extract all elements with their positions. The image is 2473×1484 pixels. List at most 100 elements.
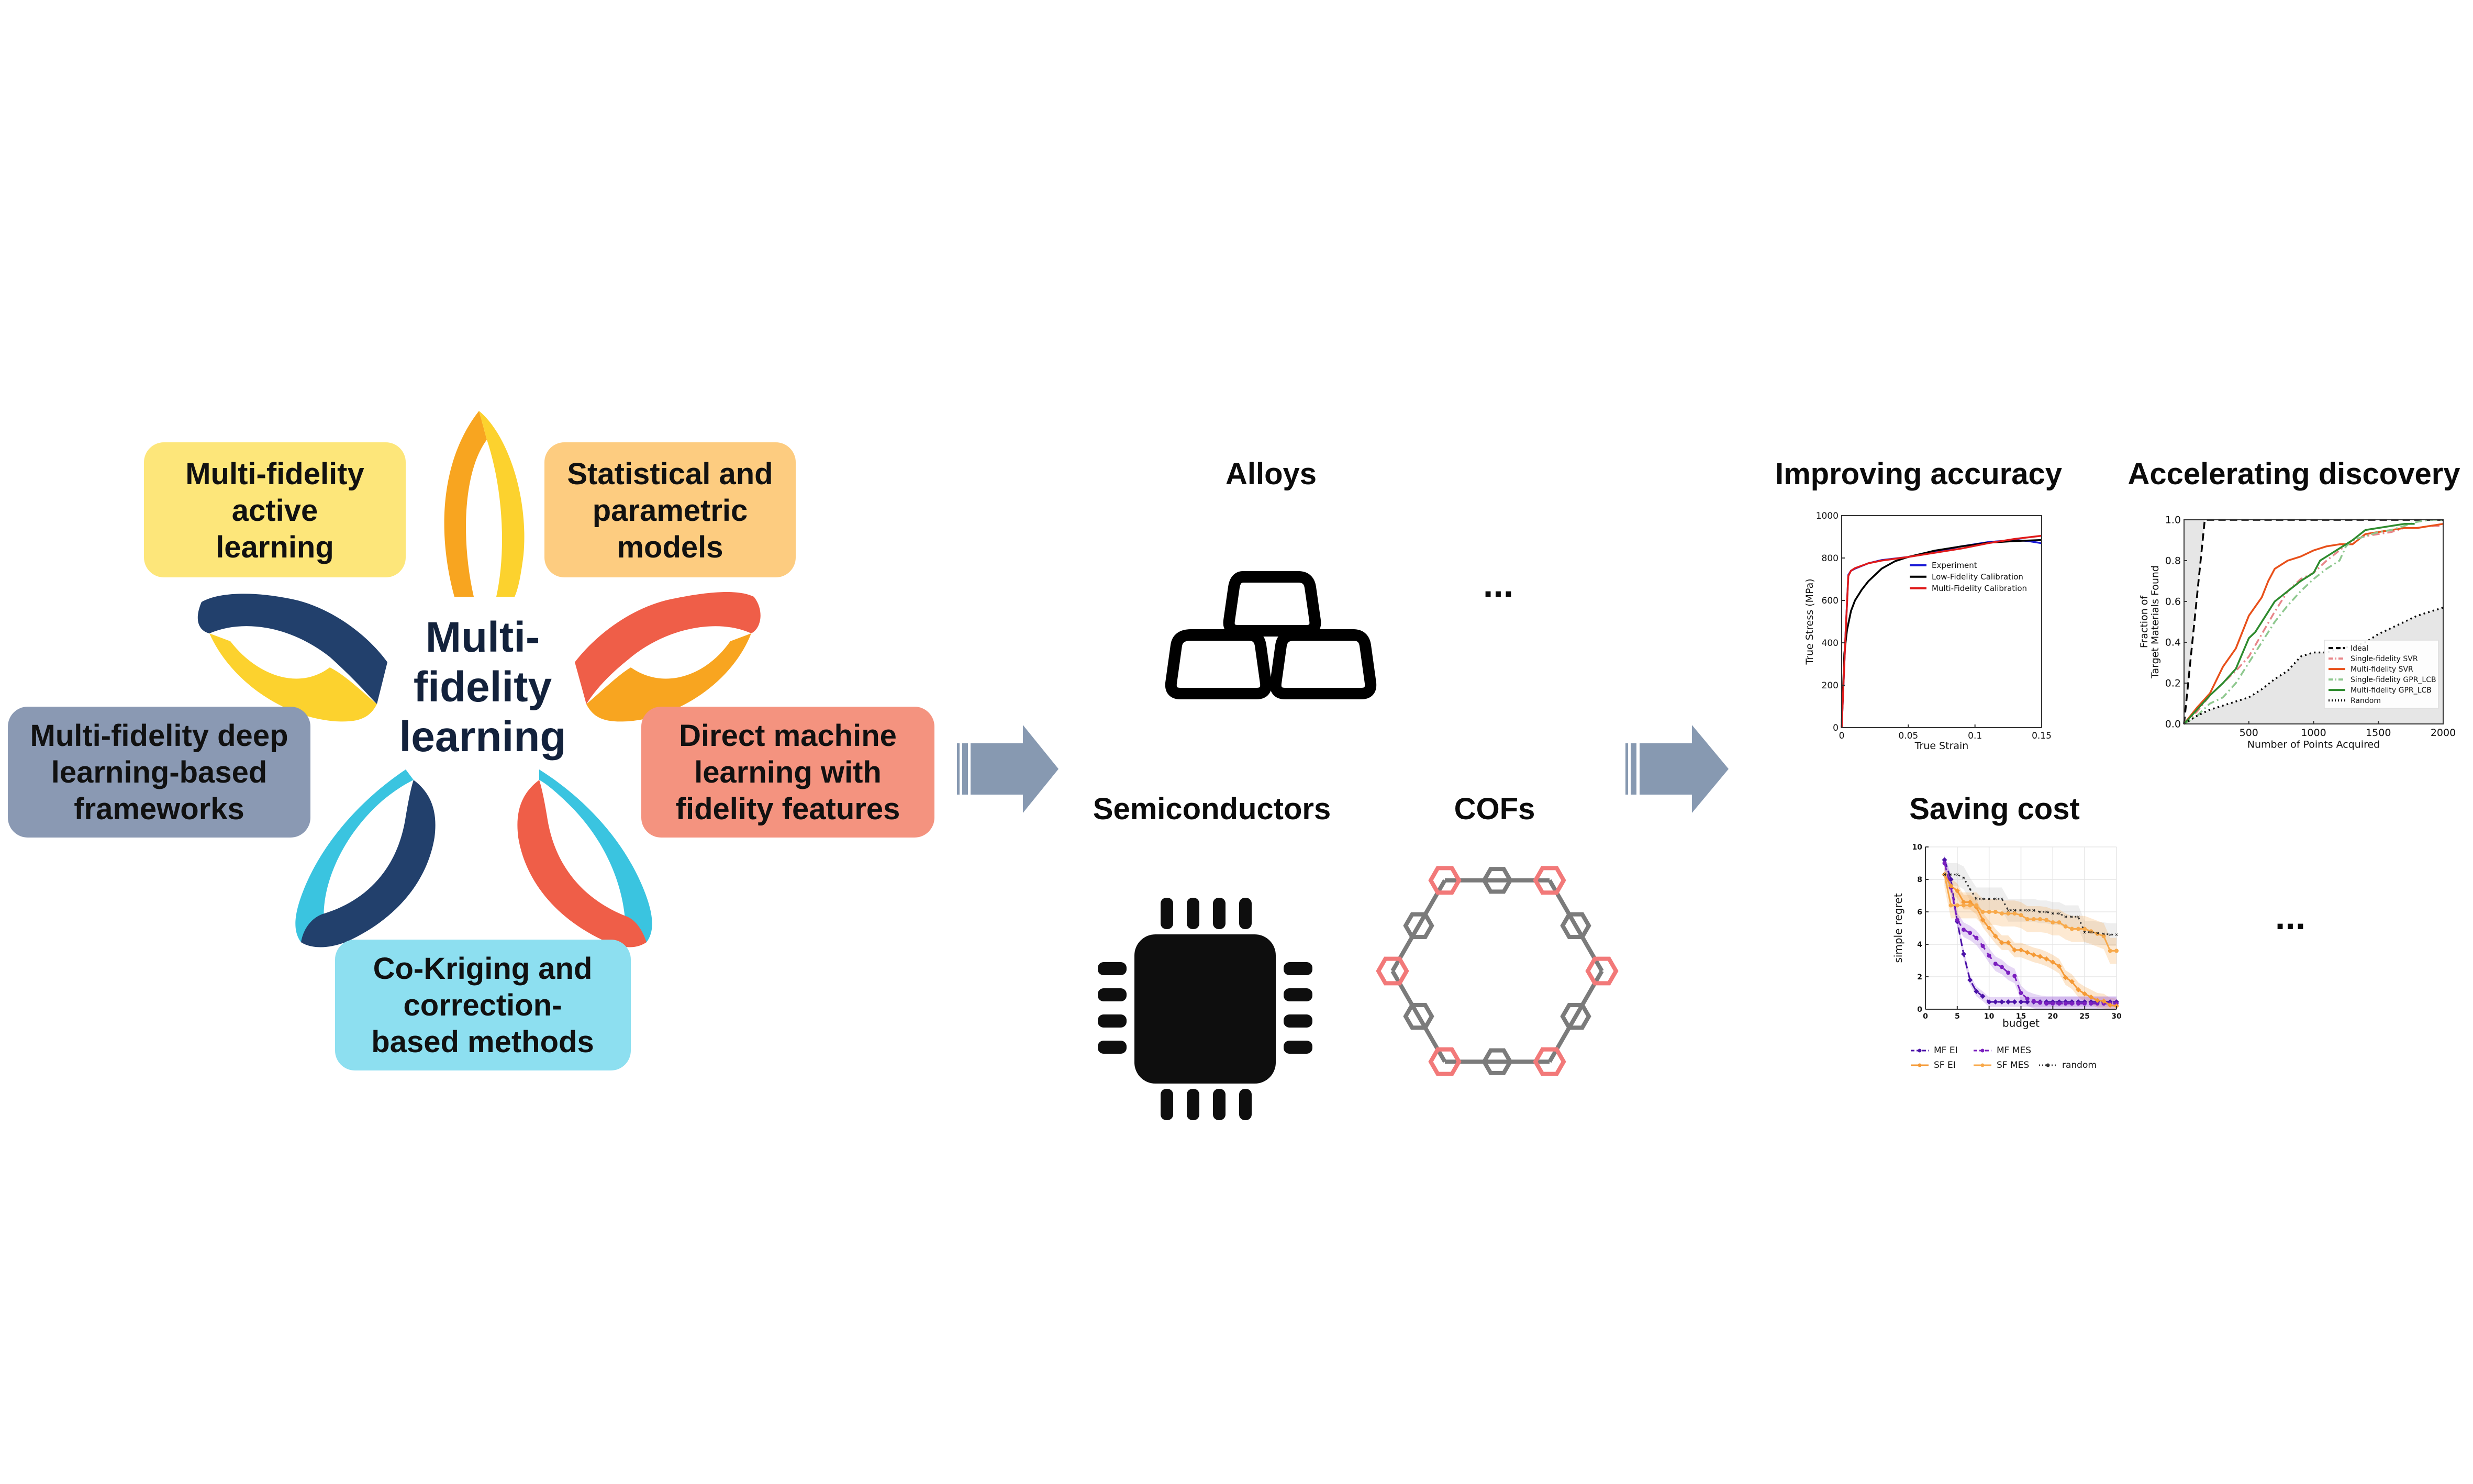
center-label: Multi- fidelity learning <box>399 613 566 761</box>
y-axis-label: True Stress (MPa) <box>1804 578 1815 665</box>
data-point-sf-ei <box>2101 998 2107 1004</box>
data-point-random: × <box>1943 873 1947 878</box>
legend-label-ideal: Ideal <box>2351 644 2368 653</box>
data-point-mf-mes <box>2095 1001 2100 1006</box>
center-label-line-3: learning <box>399 713 566 761</box>
x-axis-label: True Strain <box>1914 740 1969 752</box>
method-label-line: Co-Kriging and <box>373 952 593 986</box>
data-point-sf-mes <box>2089 929 2093 934</box>
data-point-sf-mes <box>1962 903 1966 908</box>
data-point-mf-ei <box>1942 857 1947 863</box>
data-point-sf-ei <box>1999 940 2004 945</box>
data-point-mf-mes <box>2089 1001 2093 1006</box>
cof-linker-ring <box>1403 912 1434 939</box>
method-box-active-learning: Multi-fidelity active learning <box>144 442 406 577</box>
data-point-random: × <box>2082 930 2087 935</box>
method-label-line: Multi-fidelity <box>185 457 364 491</box>
series-line-sf-mes <box>1944 874 2116 952</box>
x-tick-label: 0 <box>1839 731 1845 741</box>
data-point-mf-ei <box>1980 994 1986 999</box>
y-tick-label: 0.4 <box>2165 637 2181 649</box>
y-tick-label: 6 <box>1917 908 1922 917</box>
method-label-line: based methods <box>371 1025 594 1059</box>
data-point-random: × <box>2006 908 2010 913</box>
petal-top-icon <box>444 411 525 597</box>
x-tick-label: 0.1 <box>1968 731 1982 741</box>
data-point-random: × <box>1949 873 1953 878</box>
data-point-mf-mes <box>2051 1001 2055 1006</box>
cof-linker-ring <box>1481 1048 1513 1075</box>
data-point-sf-ei <box>1986 925 1992 931</box>
more-outcomes-ellipsis: ... <box>2275 896 2305 937</box>
data-point-sf-mes <box>1955 903 1959 908</box>
data-point-mf-mes <box>1987 953 1991 958</box>
data-point-sf-ei <box>2069 979 2075 985</box>
petal-lower-right-icon <box>517 769 652 947</box>
data-point-random: × <box>2096 931 2100 936</box>
y-tick-label: 0.2 <box>2165 678 2181 689</box>
method-label-line: fidelity features <box>676 792 900 826</box>
data-point-random: × <box>1975 897 1979 902</box>
cof-link <box>1547 879 1604 973</box>
data-point-sf-ei <box>2024 950 2030 955</box>
data-point-sf-mes <box>2076 927 2080 931</box>
method-label-line: parametric <box>593 494 748 528</box>
y-tick-label: 0.0 <box>2165 719 2181 730</box>
legend-label-low-fidelity-calibration: Low-Fidelity Calibration <box>1932 572 2023 582</box>
data-point-mf-ei <box>1999 999 2004 1005</box>
legend-box <box>2324 640 2439 709</box>
legend-marker-mf-ei <box>1918 1048 1922 1053</box>
data-point-sf-ei <box>1961 899 1966 905</box>
cof-node-ring <box>1428 1047 1462 1076</box>
series-line-multi-fidelity-svr <box>2183 523 2444 725</box>
arrow-right-icon <box>957 725 1059 813</box>
data-point-random: × <box>2057 911 2062 917</box>
y-axis-label: Fraction of <box>2138 595 2150 649</box>
data-point-sf-ei <box>2088 994 2094 1000</box>
data-point-sf-mes <box>2114 949 2119 953</box>
data-point-sf-ei <box>2095 997 2100 1003</box>
cofs-label: COFs <box>1454 792 1535 826</box>
x-tick-label: 2000 <box>2431 727 2456 739</box>
series-line-single-fidelity-gpr-lcb <box>2184 519 2443 725</box>
y-tick-label: 0 <box>1833 723 1839 733</box>
data-point-random: × <box>2013 908 2017 913</box>
data-point-sf-mes <box>2006 911 2011 916</box>
cof-node-ring <box>1533 866 1566 895</box>
data-point-mf-mes <box>2069 1001 2074 1006</box>
data-point-random: × <box>1981 897 1985 902</box>
data-point-random: × <box>1987 897 1991 902</box>
data-point-sf-mes <box>1980 910 1985 914</box>
legend-marker-sf-mes <box>1980 1063 1985 1067</box>
center-label-line-2: fidelity <box>414 663 552 711</box>
cof-link <box>1547 969 1604 1063</box>
data-point-sf-ei <box>1954 888 1960 894</box>
legend-label-multi-fidelity-svr: Multi-fidelity SVR <box>2351 665 2413 674</box>
x-tick-label: 25 <box>2079 1012 2089 1021</box>
data-point-sf-ei <box>2031 952 2036 958</box>
data-point-sf-ei <box>2037 954 2043 959</box>
x-tick-label: 1500 <box>2366 727 2391 739</box>
data-point-sf-mes <box>2019 913 2023 918</box>
method-box-direct-ml: Direct machine learning with fidelity fe… <box>641 707 934 838</box>
data-point-mf-ei <box>2018 999 2024 1005</box>
cof-framework-icon <box>1376 866 1619 1076</box>
data-point-random: × <box>2032 908 2036 913</box>
data-point-sf-ei <box>1980 917 1986 923</box>
legend-label-sf-mes: SF MES <box>1997 1060 2029 1070</box>
series-line-random <box>1944 874 2116 935</box>
x-axis-label: Number of Points Acquired <box>2247 739 2380 751</box>
legend-label-multi-fidelity-calibration: Multi-Fidelity Calibration <box>1932 584 2027 593</box>
y-axis-label: simple regret <box>1892 893 1904 963</box>
method-box-co-kriging: Co-Kriging and correction- based methods <box>335 940 631 1070</box>
x-tick-label: 500 <box>2240 727 2258 739</box>
method-box-deep-learning: Multi-fidelity deep learning-based frame… <box>8 707 310 838</box>
data-point-sf-mes <box>1948 903 1953 908</box>
data-point-mf-ei <box>2012 999 2018 1005</box>
data-point-sf-ei <box>2050 959 2056 965</box>
cof-linker-ring <box>1481 867 1513 894</box>
data-point-mf-mes <box>1980 944 1985 949</box>
data-point-random: × <box>2025 908 2030 913</box>
